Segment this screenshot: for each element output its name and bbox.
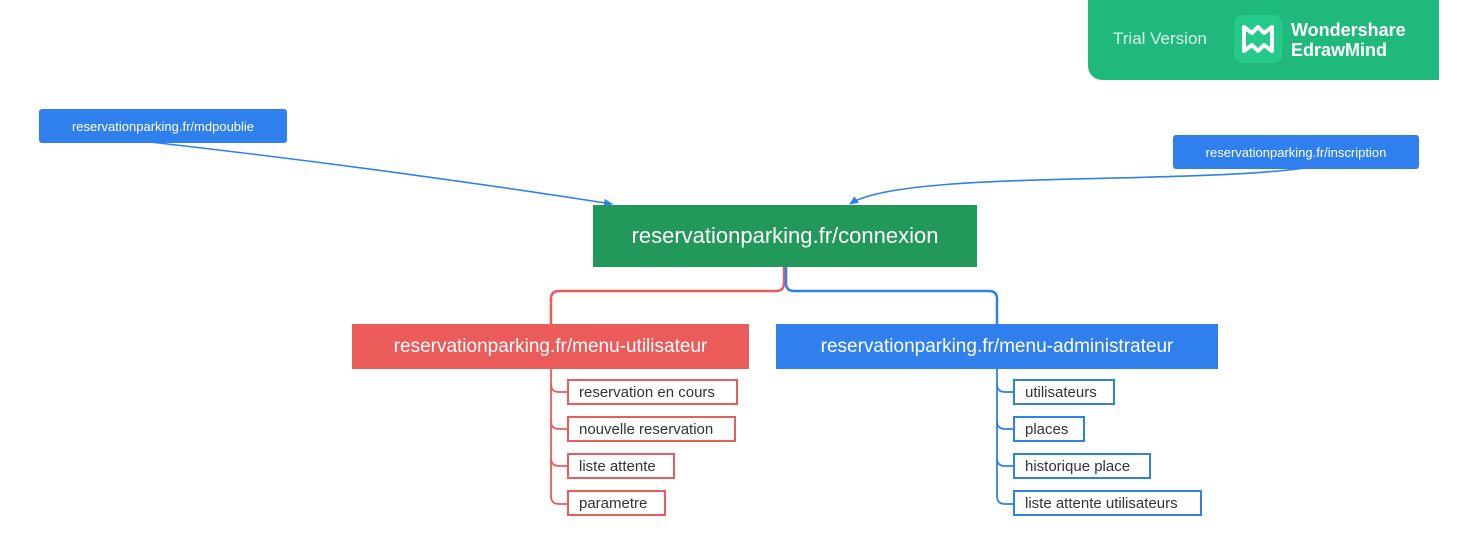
main-topic-menu-administrateur[interactable]: reservationparking.fr/menu-administrateu… xyxy=(776,324,1218,369)
edrawmind-logo-icon xyxy=(1234,15,1282,63)
connector-utilisateur-items xyxy=(550,369,567,505)
central-topic-connexion[interactable]: reservationparking.fr/connexion xyxy=(593,205,977,267)
trial-version-banner[interactable]: Trial Version Wondershare EdrawMind xyxy=(1088,0,1439,80)
main-topic-menu-utilisateur[interactable]: reservationparking.fr/menu-utilisateur xyxy=(352,324,749,369)
connector-root-to-administrateur xyxy=(784,267,999,324)
floating-topic-inscription[interactable]: reservationparking.fr/inscription xyxy=(1173,135,1419,169)
subtopic-parametre[interactable]: parametre xyxy=(567,490,666,516)
subtopic-utilisateurs[interactable]: utilisateurs xyxy=(1013,379,1115,405)
arrow-mdpoublie-to-connexion xyxy=(149,141,613,207)
subtopic-places[interactable]: places xyxy=(1013,416,1085,442)
brand-name-line1: Wondershare xyxy=(1291,20,1406,40)
floating-topic-mdpoublie[interactable]: reservationparking.fr/mdpoublie xyxy=(39,109,287,143)
subtopic-nouvelle-reservation[interactable]: nouvelle reservation xyxy=(567,416,736,442)
subtopic-historique-place[interactable]: historique place xyxy=(1013,453,1151,479)
subtopic-reservation-en-cours[interactable]: reservation en cours xyxy=(567,379,738,405)
connector-administrateur-items xyxy=(996,369,1013,505)
subtopic-liste-attente-utilisateurs[interactable]: liste attente utilisateurs xyxy=(1013,490,1202,516)
trial-version-text: Trial Version xyxy=(1113,29,1207,48)
connector-root-to-utilisateur xyxy=(549,267,786,324)
arrow-inscription-to-connexion xyxy=(849,167,1306,205)
subtopic-liste-attente[interactable]: liste attente xyxy=(567,453,675,479)
brand-name-line2: EdrawMind xyxy=(1291,40,1388,60)
